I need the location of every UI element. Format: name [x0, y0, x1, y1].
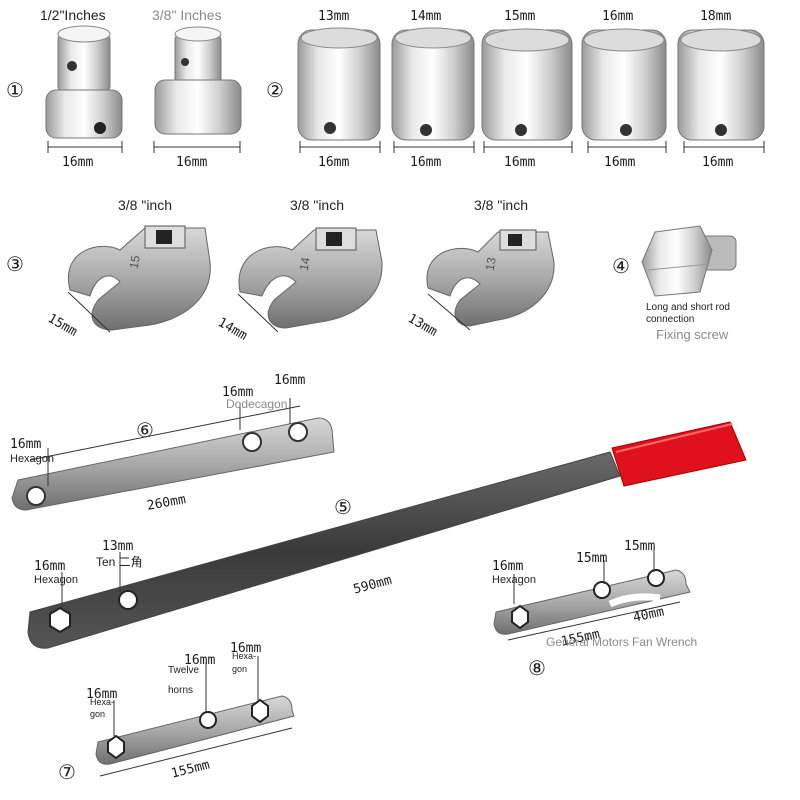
wrench7-left-type-a: Hexa-	[90, 697, 115, 707]
wrench7-right-type-a: Hexa-	[232, 651, 257, 661]
wrench6-mid-type: Dodecagon	[226, 397, 288, 411]
socket-14mm	[391, 27, 475, 141]
wrench6-right-size: 16mm	[274, 373, 306, 388]
socket-15mm	[481, 28, 573, 141]
crowfoot-14mm	[238, 227, 383, 329]
crowfoot-13mm	[426, 229, 555, 327]
section-number-8: ⑧	[528, 656, 546, 680]
adapter-label-three-eighths: 3/8" Inches	[152, 7, 222, 23]
wrench-6	[11, 405, 335, 511]
crowfoot-dimension-lines	[67, 291, 471, 333]
section-number-4: ④	[612, 254, 630, 278]
crowfoot-15mm	[67, 225, 211, 331]
wrench8-left-size: 16mm	[492, 559, 524, 574]
wrench7-mid-size: 16mm	[184, 653, 216, 668]
wrench-8	[493, 569, 691, 641]
socket-label-15mm: 15mm	[504, 9, 536, 24]
crowfoot-drive-label-1: 3/8 "inch	[118, 197, 173, 213]
wrench7-mid-type-b: horns	[168, 685, 194, 696]
section-number-2: ②	[266, 78, 284, 102]
crowfoot-drive-label-3: 3/8 "inch	[474, 197, 529, 213]
wrench5-hole2-type: Ten 二角	[96, 555, 143, 569]
socket-size-3: 16mm	[504, 155, 536, 170]
wrench5-hole1-size: 16mm	[34, 559, 66, 574]
screw-caption-line1: Long and short rod	[646, 302, 730, 313]
socket-size-4: 16mm	[604, 155, 636, 170]
crowfoot-drive-label-2: 3/8 "inch	[290, 197, 345, 213]
wrench-5	[27, 421, 747, 649]
adapter-size-1: 16mm	[62, 155, 94, 170]
section-number-1: ①	[6, 78, 24, 102]
wrench5-hole1-type: Hexagon	[34, 574, 79, 586]
wrench6-left-type: Hexagon	[10, 453, 55, 465]
section-number-7: ⑦	[58, 760, 76, 784]
socket-label-18mm: 18mm	[700, 9, 732, 24]
wrench8-caption: General Motors Fan Wrench	[546, 635, 698, 649]
size-dimension-lines	[47, 141, 765, 153]
wrench7-left-type-b: gon	[90, 709, 106, 719]
wrench6-mid-size: 16mm	[222, 385, 254, 400]
screw-caption-title: Fixing screw	[656, 327, 729, 342]
section-number-3: ③	[6, 252, 24, 276]
section-number-6: ⑥	[136, 418, 154, 442]
wrench7-left-size: 16mm	[86, 687, 118, 702]
screw-caption-line2: connection	[646, 314, 695, 325]
wrench5-hole2-size: 13mm	[102, 539, 134, 554]
crowfoot-stamp-13: 13	[482, 256, 499, 272]
socket-13mm	[297, 27, 381, 141]
socket-label-13mm: 13mm	[318, 9, 350, 24]
leader-lines	[47, 398, 655, 736]
wrench-7	[95, 695, 295, 777]
socket-size-1: 16mm	[318, 155, 350, 170]
wrench6-left-size: 16mm	[10, 437, 42, 452]
socket-16mm	[581, 28, 667, 141]
adapter-size-2: 16mm	[176, 155, 208, 170]
wrench8-left-type: Hexagon	[492, 574, 537, 586]
adapter-three-eighths-inch	[154, 26, 242, 135]
wrench8-right-size: 15mm	[624, 539, 656, 554]
wrench7-right-size: 16mm	[230, 641, 262, 656]
adapter-half-inch	[45, 25, 123, 139]
socket-label-14mm: 14mm	[410, 9, 442, 24]
socket-label-16mm: 16mm	[602, 9, 634, 24]
crowfoot-stamp-15: 15	[126, 254, 143, 270]
crowfoot-stamp-14: 14	[296, 256, 313, 272]
section-number-5: ⑤	[334, 495, 352, 519]
socket-18mm	[677, 28, 765, 141]
wrench7-mid-type-a: Twelve	[168, 665, 200, 676]
wrench7-right-type-b: gon	[232, 664, 248, 674]
adapter-label-half-inch: 1/2"Inches	[40, 7, 106, 23]
socket-size-5: 16mm	[702, 155, 734, 170]
fixing-screw	[641, 225, 737, 297]
wrench8-mid-size: 15mm	[576, 551, 608, 566]
socket-size-2: 16mm	[410, 155, 442, 170]
